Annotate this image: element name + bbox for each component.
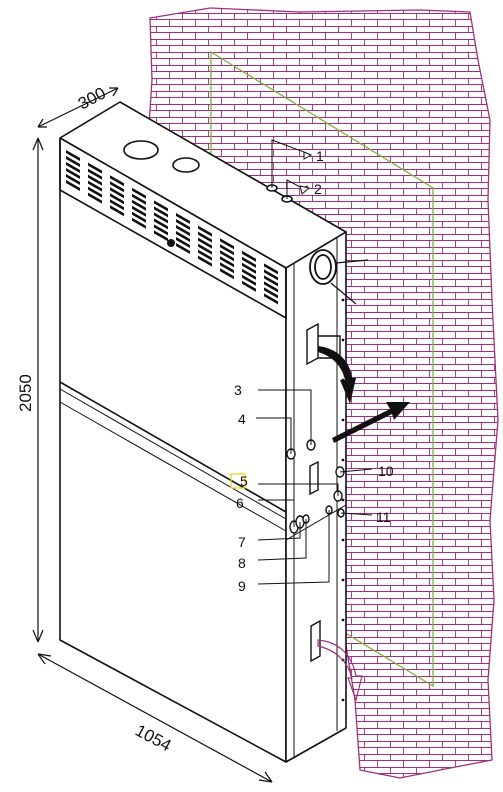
airflow-arrows <box>317 346 410 703</box>
louvre-slot <box>110 175 124 187</box>
louvre-slot <box>176 237 190 248</box>
ventilation-louvres <box>66 150 278 305</box>
louvre-slot <box>154 230 168 242</box>
louvre-slot <box>220 268 234 280</box>
louvre-slot <box>66 150 80 161</box>
louvre-slot <box>110 205 124 217</box>
louvre-slot <box>132 187 146 199</box>
louvre-slot <box>66 174 80 185</box>
louvre-slot <box>154 200 168 212</box>
louvre-slot <box>242 256 256 268</box>
callout-5-highlight <box>230 473 246 489</box>
louvre-slot <box>264 269 278 281</box>
callout-4: 4 <box>238 411 246 427</box>
callout-8: 8 <box>238 555 246 571</box>
louvre-slot <box>88 162 102 174</box>
louvre-slot <box>110 199 124 211</box>
callout-5: 5 <box>240 473 248 489</box>
callout-9: 9 <box>238 578 246 594</box>
louvre-slot <box>264 287 278 299</box>
louvre-slot <box>264 293 278 305</box>
louvre-slot <box>176 225 190 236</box>
lower-curved-arrow <box>317 639 363 703</box>
louvre-slot <box>220 256 234 268</box>
louvre-slot <box>132 217 146 229</box>
louvre-slot <box>242 250 256 262</box>
louvre-slot <box>88 186 102 198</box>
louvre-slot <box>264 263 278 275</box>
louvre-slot <box>176 243 190 254</box>
dimension-depth: 300 <box>75 83 109 113</box>
louvre-slot <box>66 168 80 179</box>
louvre-slot <box>154 218 168 230</box>
callout-10: 10 <box>378 463 394 479</box>
louvre-slot <box>176 231 190 242</box>
callout-2: 2 <box>314 181 322 197</box>
louvre-slot <box>198 237 212 249</box>
callout-11: 11 <box>376 509 391 525</box>
louvre-slot <box>198 231 212 243</box>
louvre-slot <box>198 243 212 255</box>
callout-6: 6 <box>236 495 244 511</box>
louvre-slot <box>88 192 102 204</box>
louvre-slot <box>220 262 234 274</box>
louvre-slot <box>220 250 234 262</box>
louvre-slot <box>198 249 212 261</box>
side-flue-connection <box>309 249 369 305</box>
cabinet-side-face <box>285 231 347 763</box>
callout-1: 1 <box>316 148 324 164</box>
louvre-slot <box>88 180 102 192</box>
leader-lines <box>256 139 373 585</box>
louvre-slot <box>132 205 146 217</box>
louvre-slot <box>176 213 190 224</box>
louvre-slot <box>198 225 212 237</box>
louvre-slot <box>110 181 124 193</box>
callout-7: 7 <box>238 534 246 550</box>
louvre-slot <box>110 193 124 205</box>
louvre-slot <box>264 281 278 293</box>
louvre-slot <box>198 255 212 267</box>
louvre-slot <box>242 280 256 292</box>
louvre-slot <box>242 268 256 280</box>
louvre-slot <box>154 206 168 218</box>
louvre-slot <box>154 212 168 224</box>
dimension-height: 2050 <box>16 374 35 412</box>
louvre-slot <box>132 199 146 211</box>
louvre-slot <box>66 180 80 191</box>
louvre-slot <box>154 224 168 236</box>
louvre-slot <box>66 162 80 173</box>
outward-arrow <box>332 402 410 443</box>
louvre-slot <box>242 262 256 274</box>
louvre-slot <box>66 156 80 167</box>
louvre-slot <box>220 244 234 256</box>
louvre-slot <box>132 211 146 223</box>
louvre-slot <box>176 219 190 230</box>
front-panel-seam <box>59 381 287 513</box>
louvre-slot <box>88 174 102 186</box>
louvre-slot <box>242 274 256 286</box>
curved-down-arrow <box>318 346 356 404</box>
callout-3: 3 <box>234 382 242 398</box>
louvre-slot <box>220 238 234 250</box>
louvre-slot <box>110 187 124 199</box>
louvre-slot <box>264 275 278 287</box>
louvre-slot <box>132 193 146 205</box>
dimension-lines <box>32 87 273 783</box>
louvre-slot <box>88 168 102 180</box>
side-cutouts <box>306 322 341 663</box>
front-indicator-dot <box>167 239 175 247</box>
callout-labels: 1 2 3 4 5 6 7 8 9 10 11 <box>234 148 394 594</box>
dimension-width: 1054 <box>132 721 174 756</box>
